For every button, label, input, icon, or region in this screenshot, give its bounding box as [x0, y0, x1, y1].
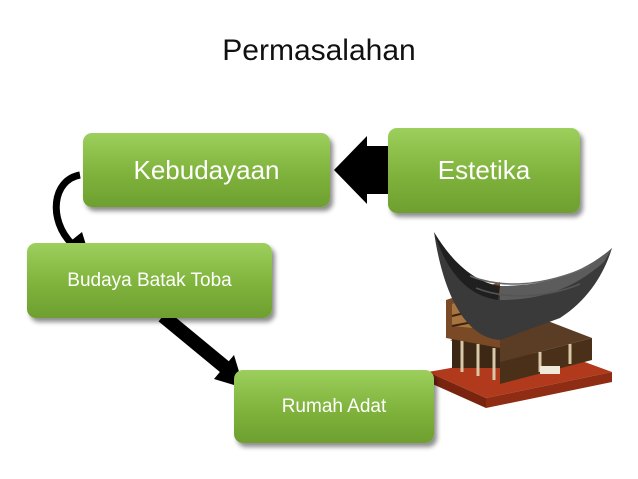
rumah-adat-house-image — [428, 232, 612, 408]
node-estetika-label: Estetika — [437, 155, 531, 185]
arrow-estetika-to-kebudayaan — [334, 136, 388, 204]
node-estetika: Estetika — [388, 128, 580, 213]
arrow-batak-to-rumah — [158, 310, 231, 374]
node-budaya-batak-toba: Budaya Batak Toba — [27, 243, 272, 318]
diagram-title: Permasalahan — [222, 34, 416, 67]
node-budaya-batak-toba-label: Budaya Batak Toba — [67, 269, 232, 291]
node-rumah-adat: Rumah Adat — [234, 370, 434, 443]
node-kebudayaan-label: Kebudayaan — [133, 154, 280, 185]
node-rumah-adat-label: Rumah Adat — [281, 395, 387, 417]
node-kebudayaan: Kebudayaan — [83, 133, 330, 207]
arrow-kebudayaan-to-batak — [52, 171, 81, 247]
